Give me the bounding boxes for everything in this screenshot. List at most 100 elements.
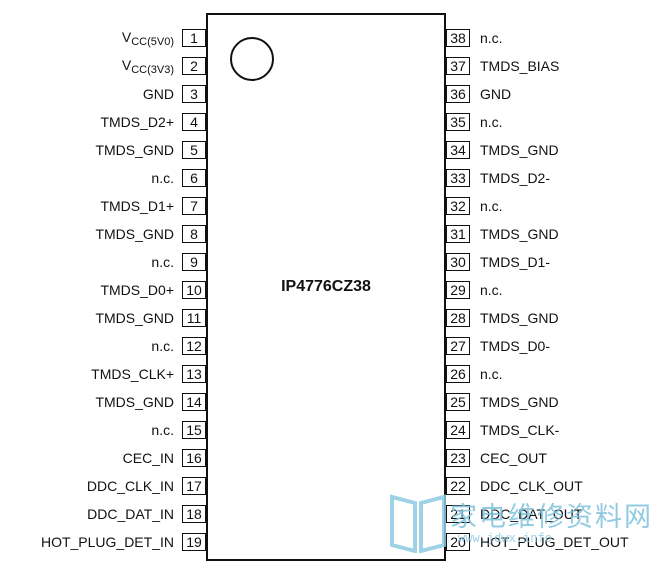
pin-label-text: n.c. bbox=[480, 198, 503, 214]
pin-row-33: 33 TMDS_D2- bbox=[446, 168, 668, 188]
pin-number: 17 bbox=[182, 477, 206, 495]
pin-row-2: VCC(3V3)2 bbox=[0, 56, 206, 76]
pin-row-8: TMDS_GND 8 bbox=[0, 224, 206, 244]
pin-label-text: TMDS_GND bbox=[480, 394, 559, 410]
pin-label: HOT_PLUG_DET_IN bbox=[41, 534, 174, 550]
pin-label: TMDS_CLK- bbox=[480, 422, 559, 438]
watermark: 家电维修资料网 www.jdwx.info bbox=[388, 487, 668, 557]
pin-row-37: 37 TMDS_BIAS bbox=[446, 56, 668, 76]
pin-number: 33 bbox=[446, 169, 470, 187]
pin-number: 4 bbox=[182, 113, 206, 131]
pin-number: 25 bbox=[446, 393, 470, 411]
pin-number: 29 bbox=[446, 281, 470, 299]
pin-row-7: TMDS_D1+ 7 bbox=[0, 196, 206, 216]
pin-label-text: TMDS_GND bbox=[480, 226, 559, 242]
pin-label-text: n.c. bbox=[151, 170, 174, 186]
pin-label: n.c. bbox=[480, 282, 503, 298]
pin-label: HOT_PLUG_DET_OUT bbox=[480, 534, 629, 550]
pin-label: GND bbox=[480, 86, 511, 102]
pin-label-text: n.c. bbox=[151, 254, 174, 270]
pin-label: TMDS_GND bbox=[95, 310, 174, 326]
pin-label: TMDS_D2- bbox=[480, 170, 550, 186]
pin-number: 6 bbox=[182, 169, 206, 187]
pin-label: TMDS_D0+ bbox=[100, 282, 174, 298]
pin-number: 7 bbox=[182, 197, 206, 215]
pin-row-36: 36 GND bbox=[446, 84, 668, 104]
pin-label: TMDS_BIAS bbox=[480, 58, 559, 74]
pin-number: 30 bbox=[446, 253, 470, 271]
pin-label-subscript: CC(3V3) bbox=[131, 63, 174, 76]
pin-row-21: 21 DDC_DAT_OUT bbox=[446, 504, 668, 524]
pin-number: 36 bbox=[446, 85, 470, 103]
pin-label: n.c. bbox=[480, 30, 503, 46]
pin-label: TMDS_D0- bbox=[480, 338, 550, 354]
pin-label-text: TMDS_D0- bbox=[480, 338, 551, 354]
pin-number: 14 bbox=[182, 393, 206, 411]
pin-number: 38 bbox=[446, 29, 470, 47]
pin-row-38: 38 n.c. bbox=[446, 28, 668, 48]
pin-row-15: n.c.15 bbox=[0, 420, 206, 440]
pin-label: n.c. bbox=[151, 338, 174, 354]
pin-label: DDC_DAT_OUT bbox=[480, 506, 582, 522]
pin-number: 8 bbox=[182, 225, 206, 243]
pin-number: 26 bbox=[446, 365, 470, 383]
pin-number: 3 bbox=[182, 85, 206, 103]
pin-label-text: V bbox=[121, 28, 132, 45]
pin-label: n.c. bbox=[480, 114, 503, 130]
pin-number: 18 bbox=[182, 505, 206, 523]
pin-number: 35 bbox=[446, 113, 470, 131]
pin-label-text: DDC_DAT_IN bbox=[87, 506, 174, 522]
pin-label-text: GND bbox=[480, 86, 512, 102]
pin-label-text: TMDS_GND bbox=[95, 226, 174, 242]
pin-label-text: n.c. bbox=[151, 338, 174, 354]
pin-number: 37 bbox=[446, 57, 470, 75]
pin-number: 2 bbox=[182, 57, 206, 75]
pin-number: 21 bbox=[446, 505, 470, 523]
pin-row-6: n.c. 6 bbox=[0, 168, 206, 188]
pin-label: TMDS_GND bbox=[480, 226, 559, 242]
pin-label: TMDS_GND bbox=[480, 142, 559, 158]
chip-name: IP4776CZ38 bbox=[281, 278, 371, 295]
watermark-text: 家电维修资料网 bbox=[450, 502, 653, 533]
pin-label-text: n.c. bbox=[480, 30, 503, 46]
pin-label: CEC_OUT bbox=[480, 450, 547, 466]
pin-number: 1 bbox=[182, 29, 206, 47]
pin-label: n.c. bbox=[151, 170, 174, 186]
pin-number: 13 bbox=[182, 365, 206, 383]
pin-number: 28 bbox=[446, 309, 470, 327]
pin-label-text: n.c. bbox=[480, 366, 503, 382]
pin-label: TMDS_GND bbox=[480, 310, 559, 326]
pin-label: n.c. bbox=[480, 366, 503, 382]
pin-label-text: TMDS_D2- bbox=[480, 170, 551, 186]
pin-number: 16 bbox=[182, 449, 206, 467]
pin-label: n.c. bbox=[151, 254, 174, 270]
pin-label-text: TMDS_D1- bbox=[480, 254, 551, 270]
pin-label: DDC_DAT_IN bbox=[87, 506, 174, 522]
pin-row-26: 26 n.c. bbox=[446, 364, 668, 384]
pin-number: 24 bbox=[446, 421, 470, 439]
pin-row-10: TMDS_D0+ 10 bbox=[0, 280, 206, 300]
pin-label-text: n.c. bbox=[151, 422, 174, 438]
pin-row-30: 30 TMDS_D1- bbox=[446, 252, 668, 272]
pin-label-text: TMDS_CLK- bbox=[480, 422, 560, 438]
pin-label-text: TMDS_BIAS bbox=[480, 58, 560, 74]
pin-number: 10 bbox=[182, 281, 206, 299]
pin-label: CEC_IN bbox=[123, 450, 174, 466]
pin-label: TMDS_CLK+ bbox=[91, 366, 174, 382]
pin-row-24: 24 TMDS_CLK- bbox=[446, 420, 668, 440]
pin-label: TMDS_D1+ bbox=[100, 198, 174, 214]
pin-label: n.c. bbox=[151, 422, 174, 438]
pin-label-text: n.c. bbox=[480, 282, 503, 298]
pin-number: 32 bbox=[446, 197, 470, 215]
pin-row-9: n.c.9 bbox=[0, 252, 206, 272]
pin-row-13: TMDS_CLK+ 13 bbox=[0, 364, 206, 384]
watermark-url: www.jdwx.info bbox=[458, 531, 552, 545]
pin-row-12: n.c.12 bbox=[0, 336, 206, 356]
pin-number: 34 bbox=[446, 141, 470, 159]
